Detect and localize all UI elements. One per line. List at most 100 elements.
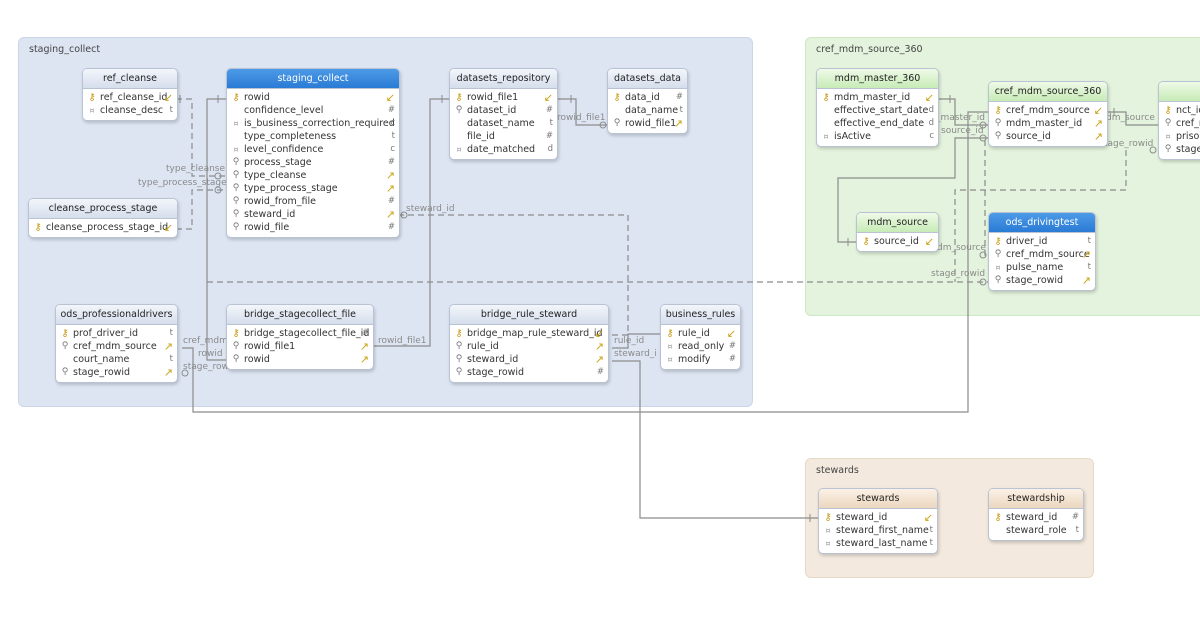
table-column-row[interactable]: confidence_level#: [227, 104, 399, 117]
table-column-row[interactable]: ⚷cref_mdm_source↙: [989, 104, 1107, 117]
table-column-row[interactable]: ⚲rowid↗: [227, 353, 373, 366]
table-header[interactable]: business_rules: [661, 305, 740, 325]
table-column-row[interactable]: ⚲steward_id↗: [450, 353, 608, 366]
table-column-row[interactable]: ⚲mdm_master_id↗: [989, 117, 1107, 130]
relation-out-arrow-icon: ↗: [359, 340, 369, 353]
column-name: mdm_master_id: [834, 92, 911, 103]
column-type: t: [169, 354, 173, 364]
table-column-row[interactable]: ⚷steward_id↙: [819, 511, 937, 524]
table-column-row[interactable]: ⚷data_id#: [608, 91, 687, 104]
table-column-row[interactable]: ¤read_only#: [661, 340, 740, 353]
table-column-row[interactable]: ⚲rowid_from_file#: [227, 195, 399, 208]
table-header[interactable]: ods_professionaldrivers: [56, 305, 177, 325]
table-column-row[interactable]: ⚷ref_cleanse_id↙: [83, 91, 177, 104]
table-column-row[interactable]: ⚲source_id↗: [989, 130, 1107, 143]
table-header[interactable]: ref_cleanse: [83, 69, 177, 89]
table-header[interactable]: bridge_stagecollect_file: [227, 305, 373, 325]
table-column-row[interactable]: ⚲steward_id↗: [227, 208, 399, 221]
table-header[interactable]: mdm_source: [857, 213, 938, 233]
table-bridge-rule-steward[interactable]: bridge_rule_steward ⚷bridge_map_rule_stew…: [449, 304, 609, 383]
table-column-row[interactable]: ⚷steward_id#: [989, 511, 1083, 524]
table-mdm-source[interactable]: mdm_source ⚷source_id↙: [856, 212, 939, 252]
table-cut-off[interactable]: ⚷nct_id⚲cref_m¤prison⚲stage: [1158, 81, 1200, 160]
column-name: steward_id: [836, 512, 888, 523]
column-name: steward_role: [1006, 525, 1067, 536]
table-column-row[interactable]: ⚲rowid_file1↗: [227, 340, 373, 353]
table-column-row[interactable]: ⚷source_id↙: [857, 235, 938, 248]
table-column-row[interactable]: ⚲rowid_file1↗: [608, 117, 687, 130]
table-datasets-repository[interactable]: datasets_repository ⚷rowid_file1↙⚲dataset…: [449, 68, 558, 160]
table-column-row[interactable]: ⚲stage_rowid↗: [989, 274, 1095, 287]
table-header[interactable]: bridge_rule_steward: [450, 305, 608, 325]
table-header[interactable]: [1159, 82, 1200, 102]
table-column-row[interactable]: ⚲process_stage#: [227, 156, 399, 169]
table-header[interactable]: ods_drivingtest: [989, 213, 1095, 233]
table-column-row[interactable]: ⚲type_cleanse↗: [227, 169, 399, 182]
table-column-row[interactable]: ⚲cref_mdm_source↗: [56, 340, 177, 353]
table-header[interactable]: cleanse_process_stage: [29, 199, 177, 219]
table-column-row[interactable]: ⚲rowid_file#: [227, 221, 399, 234]
table-header[interactable]: stewardship: [989, 489, 1083, 509]
table-mdm-master-360[interactable]: mdm_master_360 ⚷mdm_master_id↙effective_s…: [816, 68, 939, 147]
table-column-row[interactable]: file_id#: [450, 130, 557, 143]
table-column-row[interactable]: ⚲cref_mdm_source↗: [989, 248, 1095, 261]
table-column-row[interactable]: ⚲type_process_stage↗: [227, 182, 399, 195]
table-column-row[interactable]: ⚷cleanse_process_stage_id↙: [29, 221, 177, 234]
relation-in-arrow-icon: ↙: [726, 327, 736, 340]
table-column-row[interactable]: ¤modify#: [661, 353, 740, 366]
table-column-row[interactable]: ⚲cref_m: [1159, 117, 1200, 130]
table-header[interactable]: datasets_repository: [450, 69, 557, 89]
magnifier-icon: ⚲: [232, 170, 240, 180]
table-column-row[interactable]: ⚷rule_id↙: [661, 327, 740, 340]
table-header[interactable]: cref_mdm_source_360: [989, 82, 1107, 102]
table-header[interactable]: mdm_master_360: [817, 69, 938, 89]
table-bridge-stagecollect-file[interactable]: bridge_stagecollect_file ⚷bridge_stagecol…: [226, 304, 374, 370]
table-column-row[interactable]: ⚲rule_id↗: [450, 340, 608, 353]
table-header[interactable]: staging_collect: [227, 69, 399, 89]
column-type: t: [169, 105, 173, 115]
table-cref-mdm-source-360[interactable]: cref_mdm_source_360 ⚷cref_mdm_source↙⚲mdm…: [988, 81, 1108, 147]
table-column-row[interactable]: ⚷bridge_stagecollect_file_id#: [227, 327, 373, 340]
table-header[interactable]: datasets_data: [608, 69, 687, 89]
table-column-row[interactable]: ⚲stage: [1159, 143, 1200, 156]
relation-out-arrow-icon: ↗: [594, 353, 604, 366]
table-column-row[interactable]: ⚷nct_id: [1159, 104, 1200, 117]
table-column-row[interactable]: ⚷rowid_file1↙: [450, 91, 557, 104]
table-column-row[interactable]: ⚷bridge_map_rule_steward_id↙: [450, 327, 608, 340]
table-cleanse-process-stage[interactable]: cleanse_process_stage ⚷cleanse_process_st…: [28, 198, 178, 238]
table-header[interactable]: stewards: [819, 489, 937, 509]
table-ref-cleanse[interactable]: ref_cleanse ⚷ref_cleanse_id↙¤cleanse_desc…: [82, 68, 178, 121]
table-column-row[interactable]: ¤prison: [1159, 130, 1200, 143]
table-column-row[interactable]: ⚷rowid↙: [227, 91, 399, 104]
table-column-row[interactable]: ⚲stage_rowid#: [450, 366, 608, 379]
table-column-row[interactable]: ⚲dataset_id#: [450, 104, 557, 117]
table-column-row[interactable]: ⚲stage_rowid↗: [56, 366, 177, 379]
key-icon: ⚷: [862, 236, 870, 247]
table-column-row[interactable]: ⚷mdm_master_id↙: [817, 91, 938, 104]
rel-label: rowid: [198, 349, 223, 359]
table-staging-collect[interactable]: staging_collect⚷rowid↙confidence_level#¤…: [226, 68, 400, 238]
table-business-rules[interactable]: business_rules ⚷rule_id↙¤read_only#¤modif…: [660, 304, 741, 370]
